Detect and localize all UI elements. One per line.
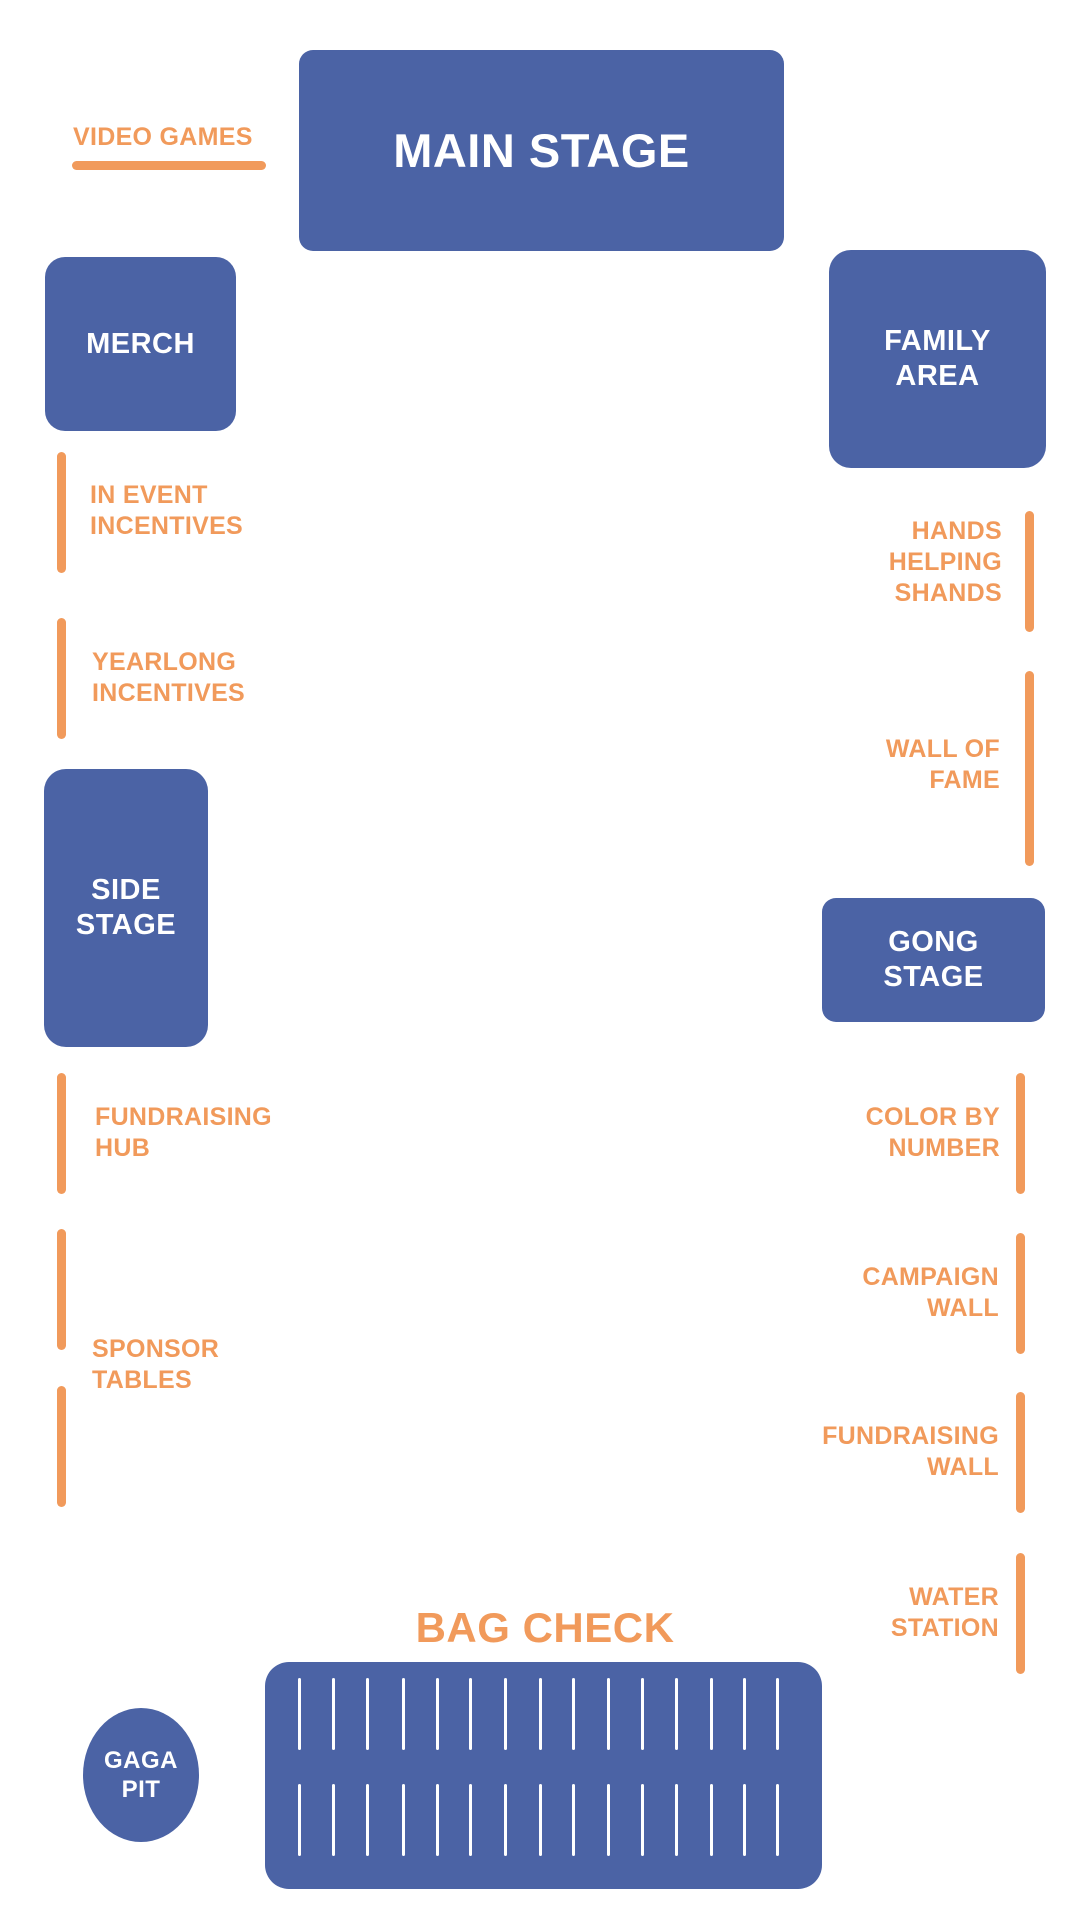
bag-slot bbox=[641, 1678, 644, 1750]
water-station-divider bbox=[1016, 1553, 1025, 1674]
side-stage[interactable]: SIDE STAGE bbox=[44, 769, 208, 1047]
fundraising-wall-label[interactable]: FUNDRAISING WALL bbox=[822, 1422, 999, 1481]
bag-slot bbox=[298, 1678, 301, 1750]
bag-slot bbox=[539, 1678, 542, 1750]
bag-slot bbox=[607, 1784, 610, 1856]
bag-slot bbox=[572, 1784, 575, 1856]
bag-slot bbox=[710, 1678, 713, 1750]
bag-slot bbox=[402, 1784, 405, 1856]
bag-slot bbox=[675, 1678, 678, 1750]
family-area[interactable]: FAMILY AREA bbox=[829, 250, 1046, 468]
bag-slot bbox=[675, 1784, 678, 1856]
bag-slot bbox=[743, 1784, 746, 1856]
color-by-number-label[interactable]: COLOR BY NUMBER bbox=[865, 1103, 1000, 1162]
bag-slot bbox=[607, 1678, 610, 1750]
campaign-wall-divider bbox=[1016, 1233, 1025, 1354]
video-games-label[interactable]: VIDEO GAMES bbox=[73, 123, 253, 151]
yearlong-incentives-label[interactable]: YEARLONG INCENTIVES bbox=[92, 648, 246, 707]
yearlong-incentives-divider bbox=[57, 618, 66, 739]
campaign-wall-label[interactable]: CAMPAIGN WALL bbox=[862, 1263, 999, 1322]
gong-stage[interactable]: GONG STAGE bbox=[822, 898, 1045, 1022]
wall-of-fame-divider bbox=[1025, 671, 1034, 866]
bag-check-area[interactable] bbox=[265, 1662, 822, 1889]
fundraising-wall-divider bbox=[1016, 1392, 1025, 1513]
sponsor-tables-label[interactable]: SPONSOR TABLES bbox=[92, 1335, 220, 1394]
bag-slot bbox=[366, 1784, 369, 1856]
merch-area[interactable]: MERCH bbox=[45, 257, 236, 431]
bag-slot bbox=[776, 1678, 779, 1750]
bag-slot bbox=[366, 1678, 369, 1750]
bag-slot bbox=[710, 1784, 713, 1856]
gaga-pit[interactable]: GAGA PIT bbox=[83, 1708, 199, 1842]
in-event-incentives-divider bbox=[57, 452, 66, 573]
bag-slot bbox=[743, 1678, 746, 1750]
bag-slot bbox=[436, 1678, 439, 1750]
color-by-number-divider bbox=[1016, 1073, 1025, 1194]
main-stage[interactable]: MAIN STAGE bbox=[299, 50, 784, 251]
in-event-incentives-label[interactable]: IN EVENT INCENTIVES bbox=[90, 481, 244, 540]
bag-slot bbox=[469, 1678, 472, 1750]
bag-slot bbox=[572, 1678, 575, 1750]
sponsor-tables-divider-top bbox=[57, 1229, 66, 1350]
bag-slot bbox=[402, 1678, 405, 1750]
hands-helping-shands-label[interactable]: HANDS HELPING SHANDS bbox=[888, 517, 1002, 607]
video-games-divider bbox=[72, 161, 266, 170]
bag-slot bbox=[776, 1784, 779, 1856]
wall-of-fame-label[interactable]: WALL OF FAME bbox=[885, 735, 1000, 794]
water-station-label[interactable]: WATER STATION bbox=[890, 1583, 999, 1642]
bag-slot bbox=[641, 1784, 644, 1856]
bag-slot bbox=[298, 1784, 301, 1856]
fundraising-hub-divider bbox=[57, 1073, 66, 1194]
bag-check-title: BAG CHECK bbox=[415, 1604, 675, 1651]
bag-slot bbox=[436, 1784, 439, 1856]
bag-slot bbox=[539, 1784, 542, 1856]
bag-slot bbox=[469, 1784, 472, 1856]
bag-slot bbox=[332, 1678, 335, 1750]
bag-slot bbox=[504, 1784, 507, 1856]
sponsor-tables-divider-bottom bbox=[57, 1386, 66, 1507]
fundraising-hub-label[interactable]: FUNDRAISING HUB bbox=[95, 1103, 272, 1162]
bag-slot bbox=[332, 1784, 335, 1856]
hands-helping-shands-divider bbox=[1025, 511, 1034, 632]
bag-slot bbox=[504, 1678, 507, 1750]
